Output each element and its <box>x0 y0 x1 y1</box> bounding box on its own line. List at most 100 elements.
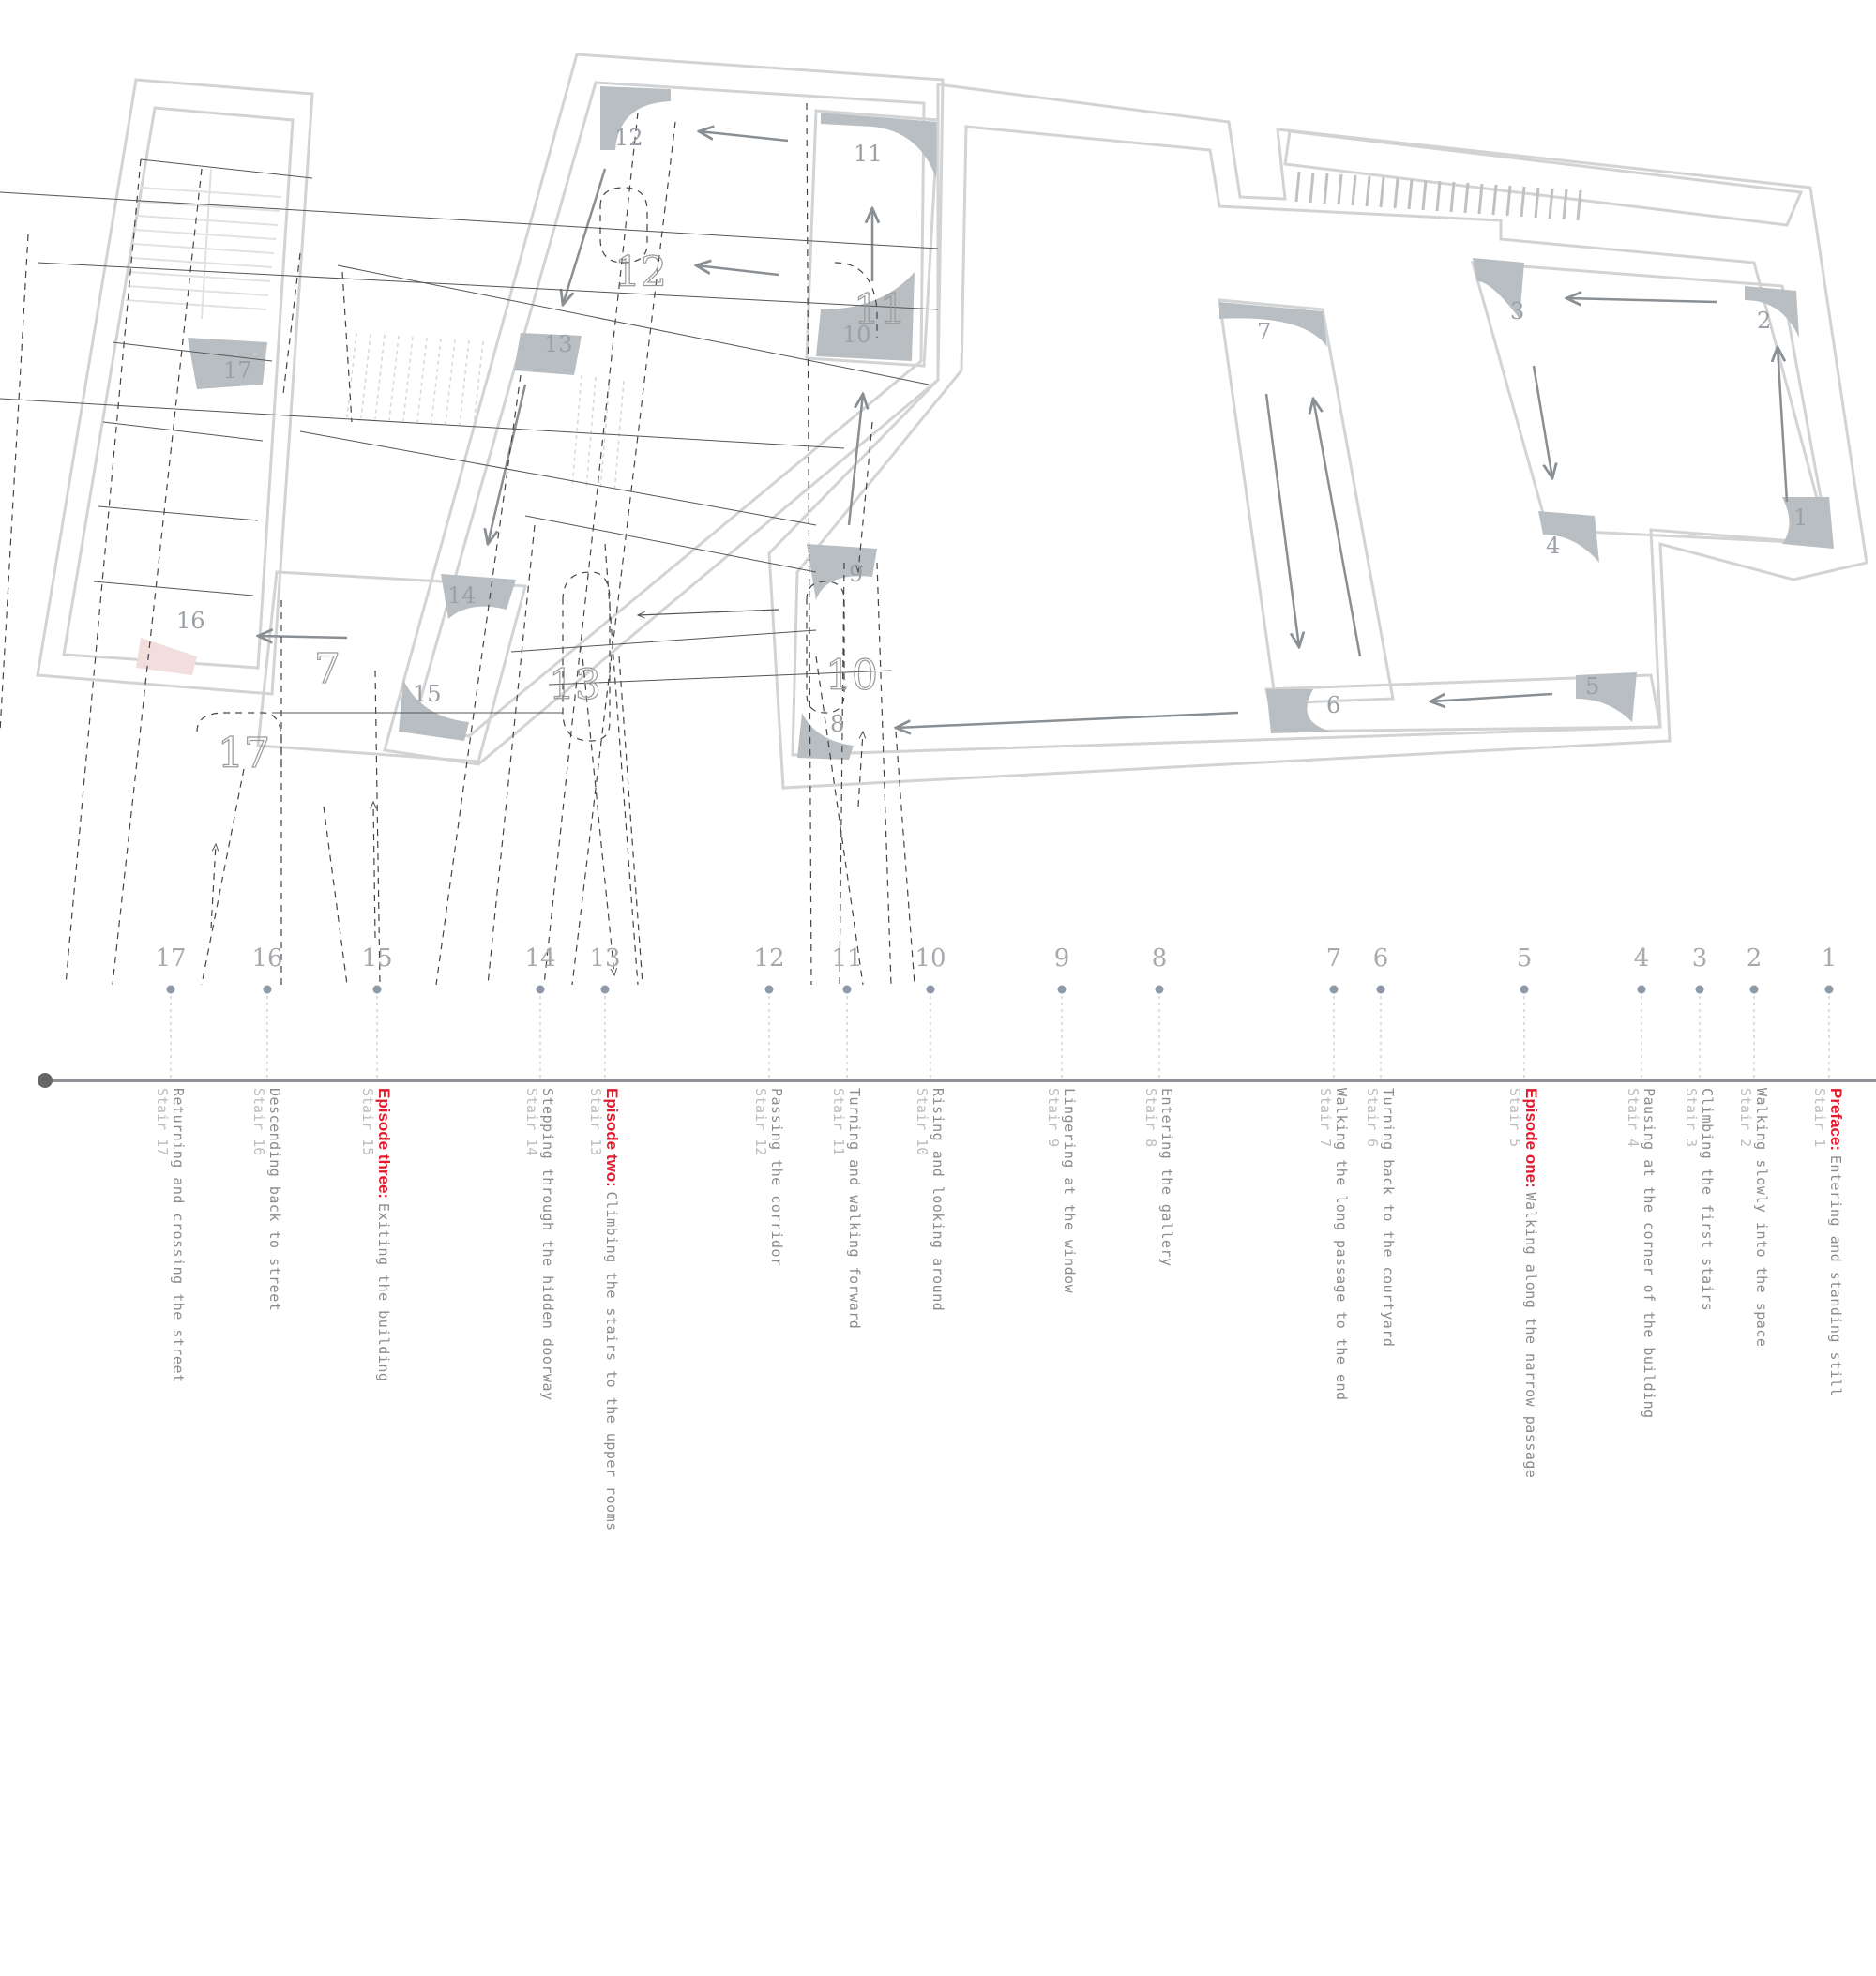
caption-subtitle: Stair 13 <box>587 1088 604 1156</box>
ghost-number-12: 12 <box>614 249 667 296</box>
room-number-labels: 1 2 3 4 5 6 7 8 9 10 11 12 13 14 15 16 1… <box>176 125 1808 737</box>
pink-landing <box>136 638 197 675</box>
timeline-station-number: 5 <box>1517 944 1533 973</box>
caption-text: Climbing the first stairs <box>1699 1088 1716 1312</box>
timeline-station-number: 8 <box>1152 944 1168 973</box>
ghost-number-11: 11 <box>854 286 906 334</box>
caption-subtitle: Stair 5 <box>1506 1088 1523 1148</box>
timeline-station-dot <box>1329 985 1339 994</box>
timeline-station-dot <box>1824 985 1834 994</box>
room-number-8: 8 <box>830 711 844 737</box>
caption-text: Returning and crossing the street <box>170 1088 187 1383</box>
left-stair-tower <box>36 78 314 696</box>
room-number-1: 1 <box>1793 505 1808 531</box>
stair-landing-16 <box>188 338 267 389</box>
caption-text: Descending back to street <box>266 1088 283 1312</box>
room-number-7: 7 <box>1257 319 1271 345</box>
caption-subtitle: Stair 17 <box>154 1088 171 1156</box>
ghost-number-labels: 12 11 13 10 17 7 <box>217 248 906 777</box>
caption-text: Turning back to the courtyard <box>1380 1088 1397 1348</box>
ghost-number-7: 7 <box>314 645 340 693</box>
timeline-station-number: 6 <box>1373 944 1389 973</box>
caption-subtitle: Stair 2 <box>1737 1088 1754 1148</box>
top-stair-treads <box>1294 171 1582 221</box>
timeline-station-dot <box>536 985 545 994</box>
caption-subtitle: Stair 8 <box>1142 1088 1159 1148</box>
episode-label: Episode one: <box>1522 1088 1540 1193</box>
episode-label: Preface: <box>1827 1088 1845 1155</box>
timeline-caption: Preface: Entering and standing still Stai… <box>1811 1088 1845 1435</box>
timeline-caption: Episode two: Climbing the stairs to the … <box>587 1088 621 1531</box>
timeline-station-number: 14 <box>524 944 555 973</box>
timeline-station-dot <box>1155 985 1164 994</box>
caption-subtitle: Stair 10 <box>914 1088 930 1156</box>
room-number-10: 10 <box>842 322 871 348</box>
caption-text: Lingering at the window <box>1061 1088 1078 1294</box>
episode-label: Episode three: <box>375 1088 393 1203</box>
timeline-station-dot <box>926 985 935 994</box>
caption-text: Walking slowly into the space <box>1753 1088 1770 1348</box>
caption-subtitle: Stair 7 <box>1317 1088 1334 1148</box>
timeline-station-number: 3 <box>1692 944 1708 973</box>
room-number-15: 15 <box>413 681 442 707</box>
caption-text: Climbing the stairs to the upper rooms <box>603 1191 620 1531</box>
timeline-station-number: 10 <box>915 944 946 973</box>
timeline-station-number: 2 <box>1747 944 1763 973</box>
room-number-14: 14 <box>447 582 477 609</box>
room-number-3: 3 <box>1510 298 1524 324</box>
caption-text: Entering and standing still <box>1827 1154 1844 1397</box>
timeline-station-dot <box>600 985 610 994</box>
room-number-13: 13 <box>544 331 573 357</box>
room-number-17: 17 <box>223 357 252 384</box>
caption-subtitle: Stair 11 <box>830 1088 847 1156</box>
timeline-station-number: 11 <box>831 944 862 973</box>
middle-stair-treads <box>346 332 625 494</box>
caption-subtitle: Stair 6 <box>1364 1088 1381 1148</box>
caption-text: Walking along the narrow passage <box>1522 1192 1539 1479</box>
timeline-station-dot <box>1637 985 1646 994</box>
caption-text: Exiting the building <box>375 1202 392 1382</box>
dark-arrows <box>638 609 779 615</box>
caption-subtitle: Stair 12 <box>752 1088 769 1156</box>
timeline-station-dot <box>1749 985 1759 994</box>
caption-subtitle: Stair 1 <box>1811 1088 1828 1148</box>
caption-text: Entering the gallery <box>1158 1088 1175 1267</box>
timeline-station-dot <box>842 985 852 994</box>
ghost-number-13: 13 <box>549 661 601 709</box>
timeline-station-dot <box>166 985 175 994</box>
room-number-12: 12 <box>614 125 643 151</box>
timeline-start-marker <box>38 1073 53 1088</box>
episode-label: Episode two: <box>603 1088 621 1192</box>
dashed-paths <box>0 102 915 986</box>
timeline-caption: Episode one: Walking along the narrow pa… <box>1506 1088 1540 1576</box>
caption-subtitle: Stair 14 <box>523 1088 540 1156</box>
timeline-station-number: 7 <box>1326 944 1342 973</box>
timeline-station-dot <box>263 985 272 994</box>
caption-subtitle: Stair 4 <box>1625 1088 1642 1148</box>
leader-lines <box>0 158 939 714</box>
timeline-station-number: 15 <box>361 944 392 973</box>
movement-arrows <box>258 131 1789 728</box>
room-number-9: 9 <box>849 561 863 587</box>
timeline-station-dot <box>1376 985 1385 994</box>
room-number-5: 5 <box>1585 673 1599 700</box>
ghost-number-10: 10 <box>825 652 878 700</box>
caption-subtitle: Stair 16 <box>250 1088 267 1156</box>
room-number-11: 11 <box>854 141 883 167</box>
timeline-station-dot <box>1520 985 1529 994</box>
caption-subtitle: Stair 3 <box>1683 1088 1700 1148</box>
room-number-2: 2 <box>1757 308 1771 334</box>
